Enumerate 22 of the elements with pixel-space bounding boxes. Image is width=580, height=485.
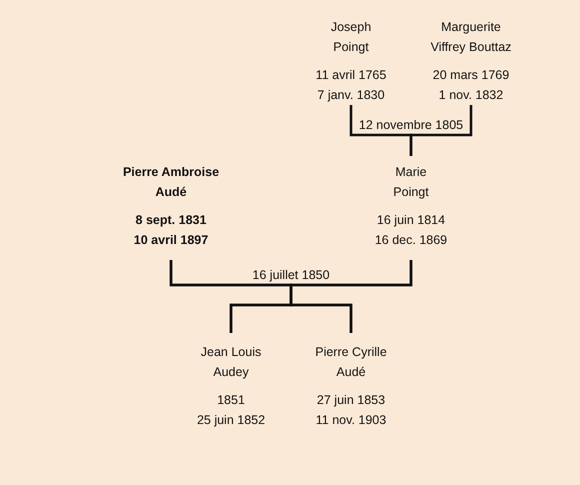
death-date: 16 dec. 1869	[374, 232, 448, 249]
birth-date: 27 juin 1853	[316, 392, 386, 409]
person-name: Pierre Cyrille Audé	[315, 344, 387, 381]
person-name: Marie Poingt	[393, 164, 429, 201]
person-name: Joseph Poingt	[330, 19, 372, 56]
family-line	[290, 260, 412, 333]
person-name: Pierre Ambroise Audé	[122, 164, 220, 201]
death-date: 1 nov. 1832	[438, 87, 504, 104]
birth-date: 1851	[217, 392, 245, 409]
birth-date: 8 sept. 1831	[136, 212, 206, 229]
marriage-date: 12 novembre 1805	[358, 117, 464, 133]
birth-date: 11 avril 1765	[316, 67, 386, 84]
birth-date: 16 juin 1814	[376, 212, 446, 229]
death-date: 11 nov. 1903	[316, 412, 386, 429]
marriage-date: 16 juillet 1850	[252, 267, 330, 283]
person-name: Marguerite Viffrey Bouttaz	[430, 19, 512, 56]
person-name: Jean Louis Audey	[200, 344, 262, 381]
birth-date: 20 mars 1769	[432, 67, 510, 84]
death-date: 7 janv. 1830	[317, 87, 385, 104]
family-line	[410, 105, 472, 156]
death-date: 10 avril 1897	[134, 232, 208, 249]
death-date: 25 juin 1852	[196, 412, 266, 429]
